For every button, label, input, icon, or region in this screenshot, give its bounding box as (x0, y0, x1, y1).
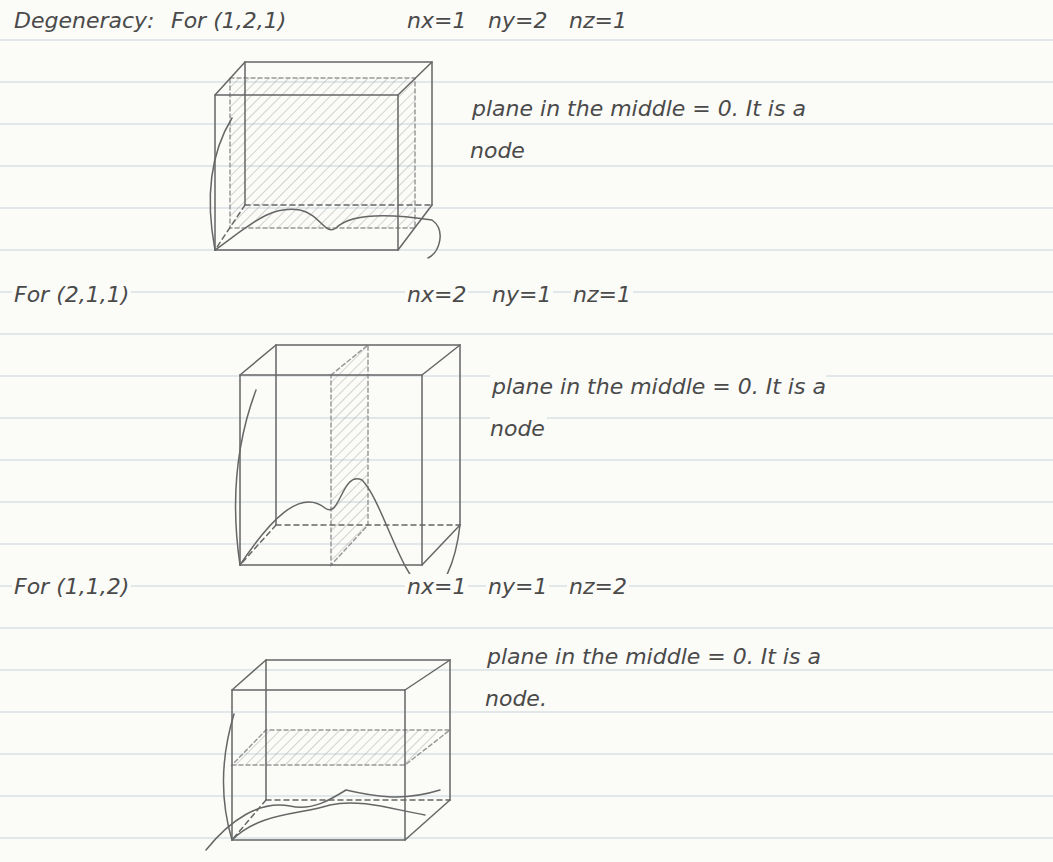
ruled-line (0, 250, 1053, 251)
note-text: plane in the middle = 0. It is a node. (485, 636, 825, 720)
ruled-line (0, 40, 1053, 41)
ruled-line (0, 124, 1053, 125)
note-text: plane in the middle = 0. It is a node (490, 366, 830, 450)
heading-text: nx=1 (405, 0, 468, 42)
ruled-line (0, 208, 1053, 209)
text-run: ny=1 (486, 574, 549, 599)
text-run: plane in the middle = 0. It is a node (470, 96, 806, 163)
text-run: nz=1 (567, 8, 629, 33)
text-run: nz=1 (571, 282, 633, 307)
text-run: For (1,1,2) (12, 574, 131, 599)
note-text: plane in the middle = 0. It is a node (470, 88, 810, 172)
ruled-line (0, 712, 1053, 713)
heading-text: ny=2 (486, 0, 549, 42)
box-sketch (206, 660, 450, 850)
text-run: ny=2 (486, 8, 549, 33)
heading-text: For (2,1,1) (12, 274, 131, 316)
text-run: Degeneracy: (12, 8, 157, 33)
ruled-line (0, 544, 1053, 545)
box-sketch (210, 62, 440, 258)
ruled-line (0, 166, 1053, 167)
heading-text: Degeneracy: (12, 0, 157, 42)
text-run: For (2,1,1) (12, 282, 131, 307)
ruled-line (0, 334, 1053, 335)
heading-text: nz=2 (567, 566, 629, 608)
ruled-line (0, 754, 1053, 755)
heading-text: ny=1 (490, 274, 553, 316)
heading-text: ny=1 (486, 566, 549, 608)
heading-text: nx=1 (405, 566, 468, 608)
heading-text: nz=1 (567, 0, 629, 42)
text-run: nz=2 (567, 574, 629, 599)
ruled-line (0, 796, 1053, 797)
ruled-line (0, 502, 1053, 503)
ruled-line (0, 460, 1053, 461)
ruled-line (0, 838, 1053, 839)
text-run: plane in the middle = 0. It is a node (490, 374, 826, 441)
box-sketch (236, 345, 460, 593)
ruled-line (0, 628, 1053, 629)
text-run: plane in the middle = 0. It is a node. (485, 644, 821, 711)
ruled-line (0, 82, 1053, 83)
heading-text: nz=1 (571, 274, 633, 316)
ruled-line (0, 670, 1053, 671)
text-run: nx=1 (405, 8, 468, 33)
heading-text: For (1,1,2) (12, 566, 131, 608)
text-run: For (1,2,1) (169, 8, 288, 33)
text-run: nx=1 (405, 574, 468, 599)
text-run: ny=1 (490, 282, 553, 307)
heading-text: nx=2 (405, 274, 468, 316)
heading-text: For (1,2,1) (169, 0, 288, 42)
text-run: nx=2 (405, 282, 468, 307)
